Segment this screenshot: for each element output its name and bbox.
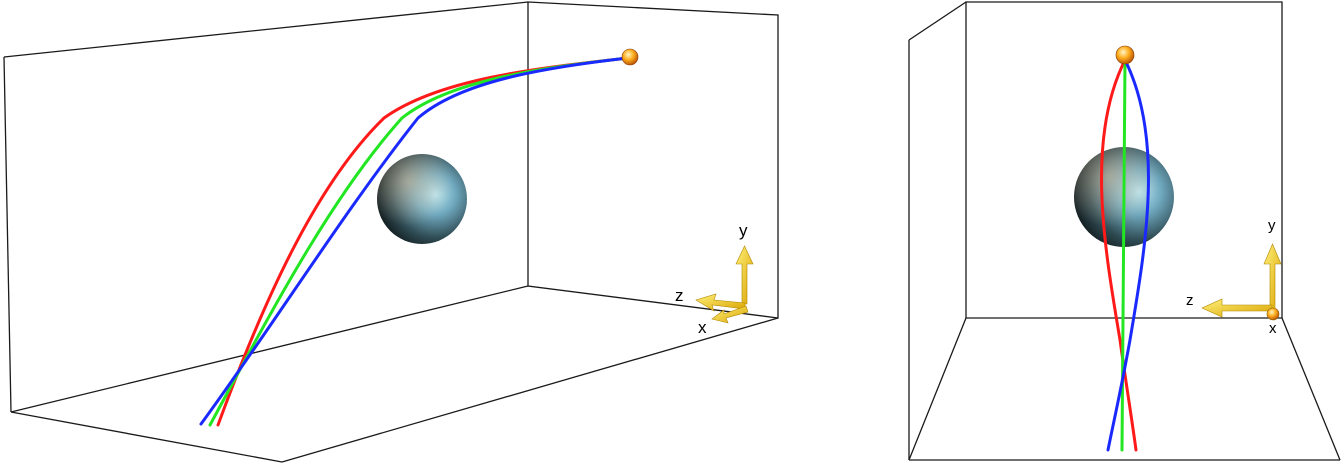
box-edge-floor-front (10, 411, 283, 463)
box-edge-top (908, 1, 967, 41)
axis-triad-icon: y z x (675, 221, 754, 337)
box-edge-floor-back (10, 285, 529, 413)
z-axis-label: z (1186, 292, 1194, 309)
trajectory-red (1100, 58, 1138, 452)
x-axis-label: x (698, 318, 707, 337)
left-view: y z x (3, 1, 779, 463)
box-edge-floor-right (281, 317, 779, 463)
y-axis-label: y (739, 221, 748, 240)
central-sphere-icon (377, 154, 467, 244)
box-edge-top (3, 1, 529, 58)
x-axis-arrow (711, 305, 749, 324)
right-view: y z x (908, 1, 1341, 461)
x-axis-arrow (1266, 307, 1280, 321)
box-edge-floor-left (908, 317, 967, 461)
y-axis-label: y (1268, 217, 1276, 234)
axis-triad-icon: y z x (1186, 217, 1282, 337)
bounding-box (908, 1, 1341, 461)
y-axis-arrow (1263, 243, 1282, 315)
box-edge-floor-right (1281, 317, 1341, 461)
bounding-box (3, 1, 779, 463)
trajectory-blue (199, 56, 630, 426)
source-ball-icon (1115, 45, 1135, 65)
y-axis-arrow (735, 245, 754, 305)
box-back-face (527, 1, 779, 319)
z-axis-label: z (675, 286, 684, 305)
z-axis-arrow (1201, 298, 1273, 318)
box-edge-left (3, 56, 12, 413)
trajectory-blue (1106, 58, 1150, 452)
trajectory-green (1120, 58, 1127, 452)
source-ball-icon (621, 48, 639, 66)
x-axis-label: x (1269, 320, 1277, 337)
